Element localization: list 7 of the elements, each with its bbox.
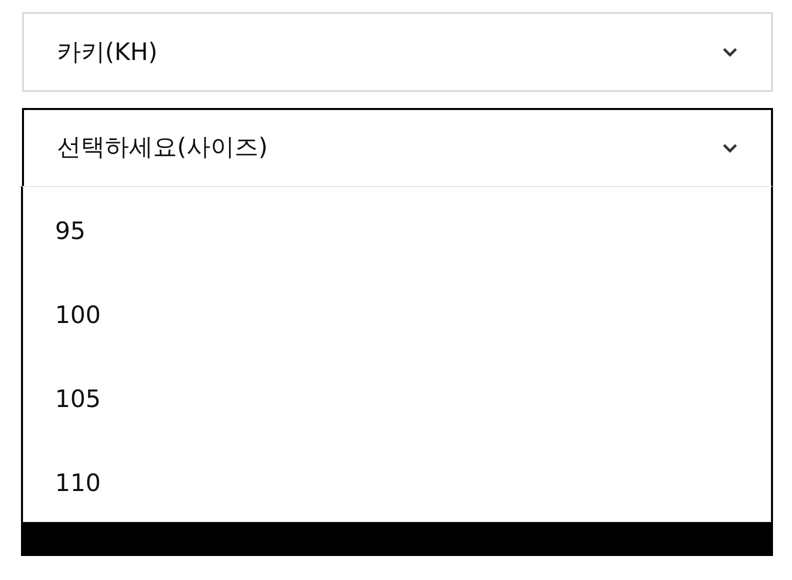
dropdown-option: 95 — [22, 189, 772, 273]
dropdown-option: 105 — [22, 357, 772, 441]
select-field: 선택하세요(사이즈) — [22, 108, 773, 186]
bottom-bar — [21, 523, 773, 556]
select-field: 카키(KH) — [22, 12, 773, 92]
dropdown-option: 110 — [22, 441, 772, 525]
dropdown-option: 100 — [22, 273, 772, 357]
